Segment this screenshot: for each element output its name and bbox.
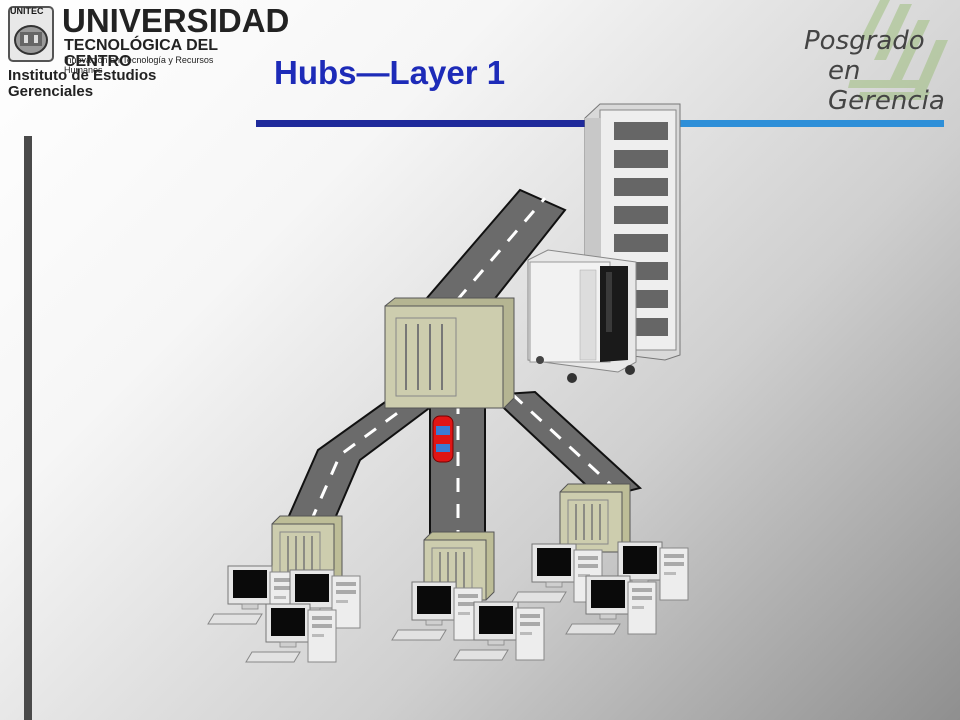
right-logo-line2: en Gerencia <box>828 56 945 116</box>
road-left <box>283 393 443 532</box>
car-icon <box>432 415 454 463</box>
server-tower-icon <box>527 249 637 383</box>
slide-title: Hubs—Layer 1 <box>274 54 506 91</box>
university-logo: UNITEC UNIVERSIDAD TECNOLÓGICA DEL CENTR… <box>4 4 289 100</box>
logo-subtitle: TECNOLÓGICA DEL CENTRO <box>64 37 218 70</box>
title-rule-light <box>676 120 944 127</box>
logo-institute: Instituto de Estudios Gerenciales <box>8 67 157 100</box>
desktop-computer-icon <box>245 603 337 663</box>
road-right <box>487 390 643 500</box>
desktop-computer-icon <box>391 581 483 641</box>
right-logo-line1: Posgrado <box>804 26 925 56</box>
left-accent-bar <box>24 136 32 720</box>
leaf-watermark-icon <box>848 0 948 100</box>
title-rule-dark <box>256 120 586 127</box>
logo-badge-text: UNITEC <box>10 6 44 16</box>
logo-tagline: Innovación en Tecnología y Recursos Huma… <box>64 55 214 75</box>
posgrado-logo: Posgrado en Gerencia <box>790 0 960 116</box>
central-hub-icon <box>384 297 515 409</box>
unitec-badge-icon <box>8 6 54 62</box>
logo-title: UNIVERSIDAD <box>62 2 290 39</box>
